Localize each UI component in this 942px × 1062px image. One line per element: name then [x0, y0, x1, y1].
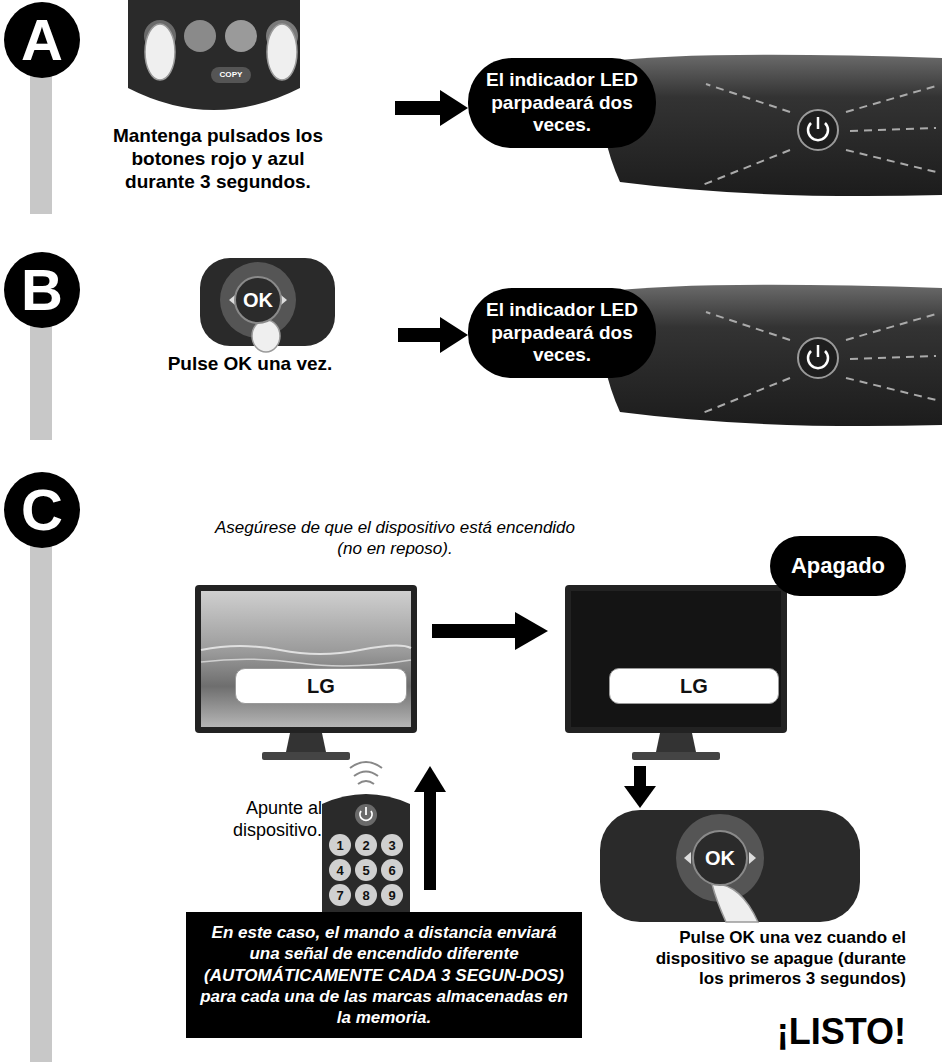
node-text: COPY: [220, 71, 243, 79]
ok-pad: [200, 258, 335, 352]
led-bubble: El indicador LED parpadeará dos veces.: [468, 58, 656, 148]
node-text: OK: [243, 290, 273, 310]
ok-pad: [600, 810, 860, 922]
step-bar: [30, 70, 52, 1062]
node-text: 4: [336, 864, 343, 877]
ok-button: OK: [234, 276, 282, 324]
node-text: 2: [362, 839, 369, 852]
flow-arrow: [414, 766, 446, 890]
step-badge: C: [4, 472, 80, 548]
ok-button: OK: [692, 830, 748, 886]
pointing-hint: Apunte al dispositivo.: [218, 798, 322, 842]
remote-control: [322, 762, 410, 915]
device-panel: [599, 285, 942, 426]
copy-button: COPY: [211, 67, 251, 83]
done-label: ¡LISTO!: [740, 1010, 906, 1054]
node-text: C: [21, 481, 63, 539]
flow-arrow: [395, 90, 468, 126]
node-text: 3: [388, 839, 395, 852]
node-text: OK: [705, 848, 735, 868]
node-text: 5: [362, 864, 369, 877]
node-text: 9: [388, 889, 395, 902]
led-bubble: El indicador LED parpadeará dos veces.: [468, 288, 656, 378]
node-text: El indicador LED parpadeará dos veces.: [484, 69, 640, 137]
step-instruction: Pulse OK una vez cuando el dispositivo s…: [650, 928, 906, 990]
node-text: 6: [388, 864, 395, 877]
device-panel: [599, 55, 942, 196]
flow-arrow: [398, 317, 468, 353]
node-text: Apagado: [791, 555, 885, 577]
node-text: LG: [307, 676, 335, 696]
number-key: 4: [329, 859, 351, 881]
number-key: 5: [355, 859, 377, 881]
tv-on: [195, 585, 417, 760]
remote-top: [128, 0, 300, 110]
note-text: Asegúrese de que el dispositivo está enc…: [208, 518, 582, 559]
step-instruction: Mantenga pulsados los botones rojo y azu…: [96, 124, 340, 194]
node-text: El indicador LED parpadeará dos veces.: [484, 299, 640, 367]
flow-arrow: [432, 612, 548, 650]
brand-label: LG: [235, 668, 407, 704]
node-text: 7: [336, 889, 343, 902]
number-key: 8: [355, 884, 377, 906]
state-bubble: Apagado: [770, 536, 906, 596]
node-text: 8: [362, 889, 369, 902]
node-text: B: [21, 261, 63, 319]
number-key: 6: [381, 859, 403, 881]
step-badge: A: [4, 2, 80, 78]
node-text: 1: [336, 839, 343, 852]
flow-arrow: [624, 766, 656, 808]
number-key: 9: [381, 884, 403, 906]
tv-off: [565, 585, 787, 760]
note-box: En este caso, el mando a distancia envia…: [186, 912, 582, 1038]
number-key: 2: [355, 834, 377, 856]
node-text: A: [21, 11, 63, 69]
step-badge: B: [4, 252, 80, 328]
number-key: 1: [329, 834, 351, 856]
number-key: 3: [381, 834, 403, 856]
number-key: 7: [329, 884, 351, 906]
node-text: En este caso, el mando a distancia envia…: [200, 922, 568, 1028]
node-text: LG: [680, 676, 708, 696]
step-instruction: Pulse OK una vez.: [150, 352, 350, 375]
brand-label: LG: [609, 668, 779, 704]
